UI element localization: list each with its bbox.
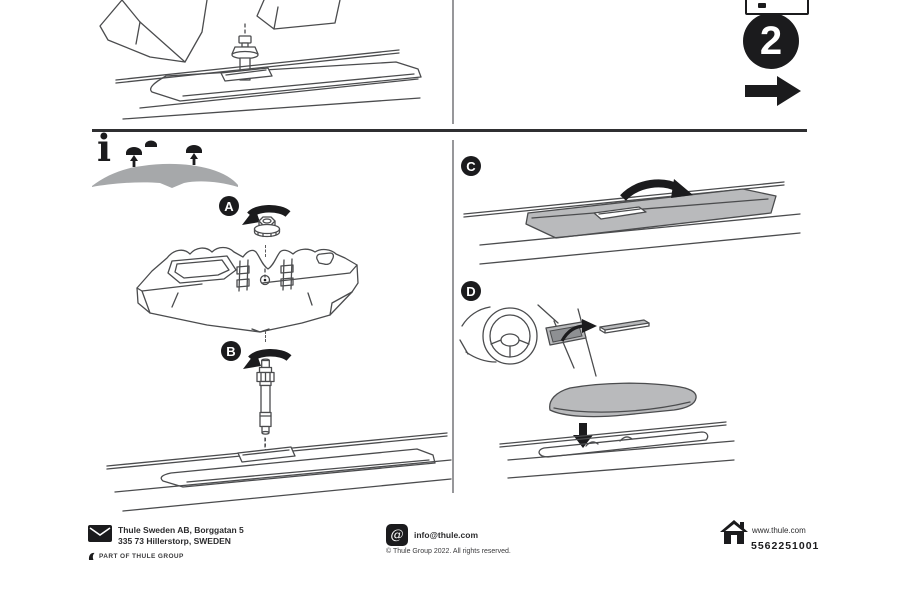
roof-mount-overview-drawing [99,0,422,120]
rotate-arrow-icon [242,204,291,225]
email-text[interactable]: info@thule.com [414,529,479,540]
threaded-stud-drawing [256,358,275,435]
column-divider-main [452,140,454,493]
dashboard-storage-drawing [459,304,650,377]
column-divider-top [452,0,454,124]
callout-c-badge: C [461,156,481,176]
address-line1: Thule Sweden AB, Borggatan 5 [118,525,244,535]
foot-marker-icon [145,140,157,147]
fitting-foot-drawing [136,246,359,333]
copyright-text: © Thule Group 2022. All rights reserved. [386,548,511,555]
step-box-mark [758,3,766,8]
callout-d-badge: D [461,281,481,301]
at-symbol: @ [390,527,404,543]
cover-placement-drawing [499,382,735,479]
rail-cover-flip-drawing [463,179,801,265]
step-number: 2 [759,18,783,63]
footer-contact-block: @ info@thule.com [386,524,478,546]
email-icon: @ [386,524,408,546]
step-number-badge: 2 [743,13,799,69]
up-arrow-icon [130,155,138,167]
tagline-text: PART OF THULE GROUP [99,553,184,560]
part-number: 5562251001 [751,540,820,552]
next-step-arrow-icon [745,76,801,106]
guide-dash [265,331,266,342]
website-text[interactable]: www.thule.com [752,526,806,535]
home-icon [720,520,748,544]
locknut-drawing [253,216,281,238]
info-icon: i [97,126,112,170]
envelope-icon [88,525,112,542]
footer-tagline: PART OF THULE GROUP [88,552,184,561]
car-roof-position-diagram [92,140,238,188]
rotate-arrow-icon [243,348,292,369]
up-arrow-icon [190,153,198,165]
section-divider [92,129,807,132]
guide-dash [265,245,266,257]
flip-over-arrow-icon [620,179,693,201]
thule-group-mark-icon [88,552,95,560]
callout-a-badge: A [219,196,239,216]
roof-rail-drawing [106,432,452,512]
address-line2: 335 73 Hillerstorp, SWEDEN [118,536,231,546]
callout-b-badge: B [221,341,241,361]
footer-address-block: Thule Sweden AB, Borggatan 5 335 73 Hill… [88,525,244,547]
store-arrow-icon [560,319,597,342]
foot-marker-icon [186,145,202,153]
foot-marker-icon [126,147,142,155]
